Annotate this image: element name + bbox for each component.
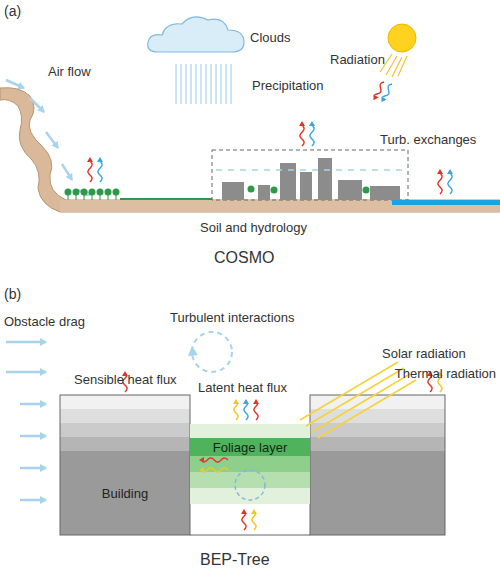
tree-crown [81,189,88,196]
foliage-bands [190,424,310,504]
rain-line [176,64,177,104]
flux-wave [438,174,442,194]
label: Soil and hydrology [200,220,307,235]
obstacle-drag-arrows [6,342,46,500]
rain-line [191,64,192,104]
flux-head [199,457,204,463]
rain-line [216,64,217,104]
turbulence-circle [192,332,232,372]
label: Obstacle drag [4,314,85,329]
grass [120,198,212,200]
rain-line [186,64,187,104]
rain-line [211,64,212,104]
flux-head [373,94,378,100]
flux-wave [204,458,228,462]
flux-head [299,121,305,126]
flux-wave [382,84,392,97]
label: Latent heat flux [198,380,287,395]
tree-crown [89,189,96,196]
flux-wave [98,162,102,182]
flux-head [87,157,93,162]
flux-wave [254,404,258,420]
flux-wave [88,162,92,182]
node-text: Foliage layer [213,440,287,455]
flux-wave [242,514,246,530]
label: (a) [4,4,21,19]
rain-line [226,64,227,104]
label: Turb. exchanges [380,132,476,147]
rain-line [201,64,202,104]
left-building [60,395,190,535]
node-text: Building [102,486,148,501]
terrain [0,88,500,212]
label: Precipitation [252,78,324,93]
flux-wave [252,514,256,530]
vegetation [65,189,120,201]
canyon-turbulence [235,470,265,500]
flux-wave [448,174,452,194]
tree-crown [105,189,112,196]
city-flow-arrows [216,169,406,171]
building-block: Building [60,451,190,535]
label: Sensible heat flux [74,372,177,387]
label: Radiation [330,52,385,67]
flux-wave [310,126,314,146]
water [392,200,500,205]
city-box [212,150,408,200]
sun [388,24,416,52]
flux-wave [234,404,238,420]
tree-crown [113,189,120,196]
label: (b) [4,287,21,302]
flux-head [309,121,315,126]
flux-arrows [87,82,453,530]
flux-wave [300,126,304,146]
flux-head [241,509,247,514]
tree-crown [65,189,72,196]
flux-wave [374,82,384,95]
rain-line [181,64,182,104]
flux-head [253,399,259,404]
tree-crown [73,189,80,196]
label: Clouds [250,30,290,45]
label: Thermal radiation [395,366,496,381]
flux-head [447,169,453,174]
foliage-band: Foliage layer [190,438,310,456]
label: Solar radiation [382,346,466,361]
rain-line [206,64,207,104]
air-flow-arrows [6,80,90,195]
flux-head [233,399,239,404]
cloud [148,17,244,52]
tree-crown [97,189,104,196]
right-building [310,395,445,535]
ground-strip [60,200,500,212]
city-buildings [222,158,400,200]
flux-head [251,509,257,514]
turbulence-arrowhead [188,346,198,356]
rain-line [221,64,222,104]
flux-head [381,96,386,102]
precipitation-lines [176,64,231,104]
flux-head [97,157,103,162]
flux-head [243,399,249,404]
label: BEP-Tree [200,552,270,567]
canyon-floor [190,535,310,536]
flux-wave [244,404,248,420]
flux-head [199,467,204,473]
flux-head [437,169,443,174]
label: Air flow [48,64,91,79]
rain-line [196,64,197,104]
flux-wave [204,468,228,472]
label: Turbulent interactions [170,310,295,325]
rain-line [231,64,232,104]
label: COSMO [214,250,274,265]
city-trees [248,186,370,194]
